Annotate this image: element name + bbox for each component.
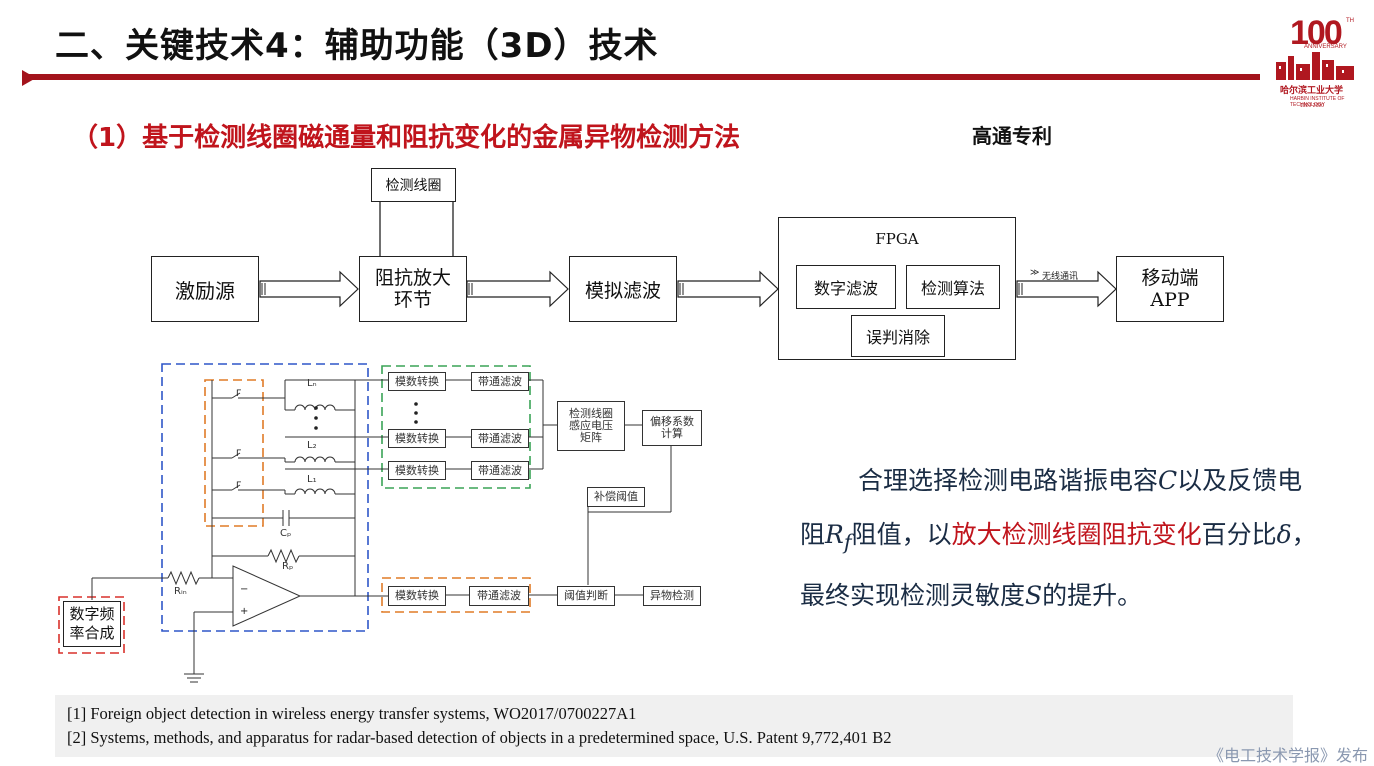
mobile-label-2: APP xyxy=(1150,289,1190,311)
desc-c-symbol: C xyxy=(1158,466,1178,495)
desc-part1: 合理选择检测电路谐振电容 xyxy=(858,466,1159,495)
reference-2: [2] Systems, methods, and apparatus for … xyxy=(67,728,892,747)
logo-sub: HARBIN INSTITUTE OF TECHNOLOGY xyxy=(1290,96,1345,108)
label-l2: L₂ xyxy=(307,440,317,451)
matrix-label-2: 感应电压 xyxy=(569,419,613,432)
wireless-label: 无线通讯 xyxy=(1042,272,1079,282)
compensation-threshold-box: 补偿阈值 xyxy=(587,487,645,507)
desc-part5: ，最终实现检测灵敏度 xyxy=(800,520,1317,610)
synth-label-2: 率合成 xyxy=(69,624,115,642)
logo-number: 100 xyxy=(1290,14,1343,52)
title-underline xyxy=(22,74,1260,80)
analog-filter-box: 模拟滤波 xyxy=(569,256,677,322)
synth-label-1: 数字频 xyxy=(69,605,115,623)
fpga-label: FPGA xyxy=(875,230,919,248)
adc-box-bottom: 模数转换 xyxy=(388,586,446,606)
amp-label-2: 环节 xyxy=(393,289,432,311)
coil-box: 检测线圈 xyxy=(371,168,456,202)
description-paragraph: 合理选择检测电路谐振电容C以及反馈电阻Rf阻值，以放大检测线圈阻抗变化百分比δ，… xyxy=(800,454,1320,623)
offset-label-2: 计算 xyxy=(661,427,683,440)
coil-voltage-matrix-box: 检测线圈 感应电压 矩阵 xyxy=(557,401,625,451)
slide-title: 二、关键技术4：辅助功能（3D）技术 xyxy=(55,26,659,66)
patent-label: 高通专利 xyxy=(972,124,1052,148)
reference-1: [1] Foreign object detection in wireless… xyxy=(67,704,637,723)
threshold-judge-box: 阈值判断 xyxy=(557,586,615,606)
desc-part6: 的提升。 xyxy=(1042,581,1143,610)
mobile-label-1: 移动端 xyxy=(1141,267,1199,289)
bpf-box-1: 带通滤波 xyxy=(471,461,529,480)
misjudge-box: 误判消除 xyxy=(851,315,945,357)
section-subtitle: （1）基于检测线圈磁通量和阻抗变化的金属异物检测方法 xyxy=(72,123,741,153)
desc-part2: 以及反馈电阻 xyxy=(800,466,1303,549)
adc-box-1: 模数转换 xyxy=(388,461,446,480)
wireless-icon: ≫ xyxy=(1030,268,1040,278)
svg-text:Γ: Γ xyxy=(236,389,241,399)
desc-part4: 百分比 xyxy=(1201,520,1277,549)
offset-coeff-box: 偏移系数 计算 xyxy=(642,410,702,446)
svg-text:Γ: Γ xyxy=(236,449,241,459)
bpf-box-n: 带通滤波 xyxy=(471,372,529,391)
svg-text:+: + xyxy=(240,606,248,617)
logo-years: 1920-2020 xyxy=(1300,103,1324,109)
desc-r-subscript: f xyxy=(843,530,852,554)
desc-delta-symbol: δ xyxy=(1276,520,1292,549)
svg-text:Γ: Γ xyxy=(236,481,241,491)
amp-label-1: 阻抗放大 xyxy=(374,267,451,289)
excitation-source-box: 激励源 xyxy=(151,256,259,322)
freq-synth-box: 数字频 率合成 xyxy=(63,601,121,647)
desc-s-symbol: S xyxy=(1025,581,1043,610)
desc-highlight: 放大检测线圈阻抗变化 xyxy=(951,520,1202,549)
matrix-label-3: 矩阵 xyxy=(580,431,602,444)
logo-building-icon xyxy=(1274,52,1356,80)
logo-anniversary: ANNIVERSARY xyxy=(1304,44,1347,50)
bpf-box-bottom: 带通滤波 xyxy=(469,586,529,606)
digital-filter-box: 数字滤波 xyxy=(796,265,896,309)
label-ln: Lₙ xyxy=(307,378,317,389)
references-panel: [1] Foreign object detection in wireless… xyxy=(55,695,1293,757)
matrix-label-1: 检测线圈 xyxy=(569,407,613,420)
title-arrow-icon xyxy=(22,70,36,86)
label-cp: Cₚ xyxy=(280,528,292,539)
bpf-box-2: 带通滤波 xyxy=(471,429,529,448)
impedance-amp-box: 阻抗放大 环节 xyxy=(359,256,467,322)
label-rin: Rᵢₙ xyxy=(174,586,187,597)
label-rp: Rₚ xyxy=(282,561,294,572)
desc-part3: 阻值，以 xyxy=(851,520,952,549)
adc-box-2: 模数转换 xyxy=(388,429,446,448)
publisher-footer: 《电工技术学报》发布 xyxy=(1207,746,1368,765)
logo-superscript: TH xyxy=(1346,18,1354,24)
logo-name: 哈尔滨工业大学 xyxy=(1280,86,1344,96)
foreign-detect-box: 异物检测 xyxy=(643,586,701,606)
mobile-app-box: 移动端 APP xyxy=(1116,256,1224,322)
detect-algorithm-box: 检测算法 xyxy=(906,265,1000,309)
adc-box-n: 模数转换 xyxy=(388,372,446,391)
desc-r-symbol: R xyxy=(825,520,844,549)
offset-label-1: 偏移系数 xyxy=(650,415,694,428)
svg-text:−: − xyxy=(240,584,248,595)
label-l1: L₁ xyxy=(307,474,317,485)
